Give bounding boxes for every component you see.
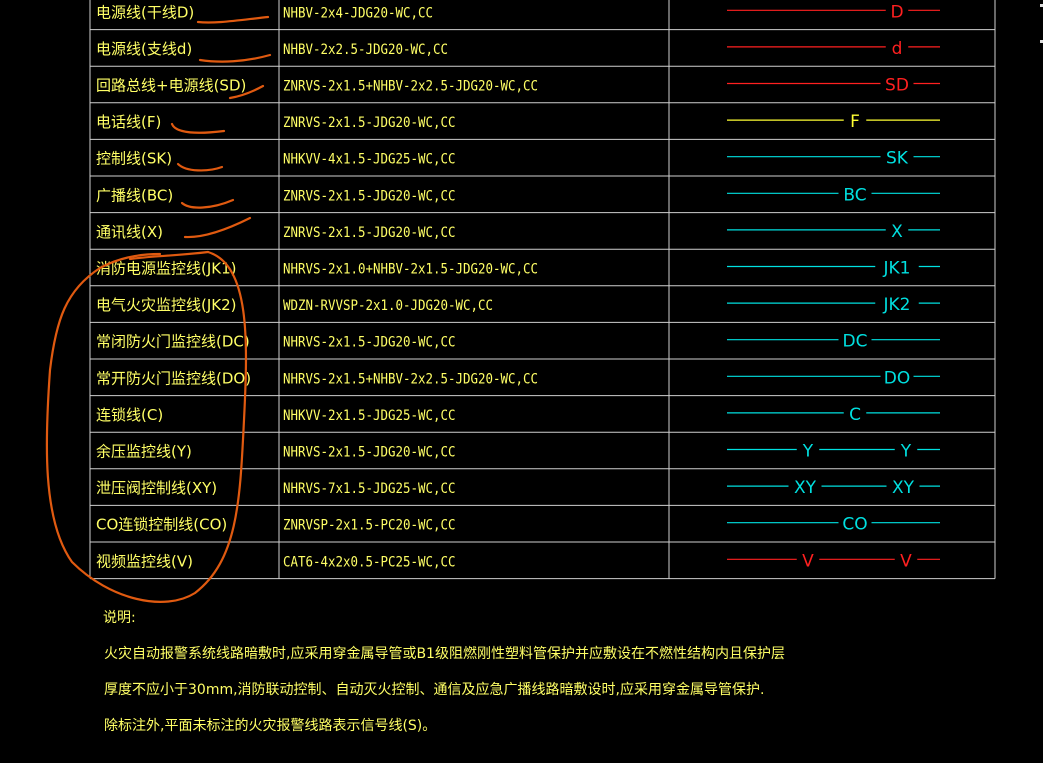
symbol-label: V <box>802 551 814 571</box>
line-type-symbol: JK2 <box>727 295 940 315</box>
wire-name: 消防电源监控线(JK1) <box>96 260 237 278</box>
wire-name: 常闭防火门监控线(DC) <box>96 333 250 351</box>
wire-name-column: 电源线(干线D) 电源线(支线d) 回路总线+电源线(SD) 电话线(F) 控制线(SK… <box>96 3 251 570</box>
line-type-symbol: X <box>727 222 940 242</box>
line-type-symbol: SK <box>727 149 940 169</box>
line-type-symbol: JK1 <box>727 259 940 279</box>
wire-spec: WDZN-RVVSP-2x1.0-JDG20-WC,CC <box>283 298 493 314</box>
symbol-label: JK1 <box>883 259 911 279</box>
orange-annotation-stroke <box>176 162 224 172</box>
wire-name: 视频监控线(V) <box>96 552 193 570</box>
wire-name: 电话线(F) <box>96 113 161 131</box>
symbol-label: XY <box>794 478 817 498</box>
symbol-label: X <box>891 222 903 242</box>
wire-spec: ZNRVS-2x1.5-JDG20-WC,CC <box>283 225 456 241</box>
orange-annotation-stroke <box>198 53 272 63</box>
symbol-label: F <box>850 112 860 132</box>
notes-line: 厚度不应小于30mm,消防联动控制、自动灭火控制、通信及应急广播线路暗敷设时,应… <box>104 682 765 698</box>
wire-spec: NHBV-2x4-JDG20-WC,CC <box>283 5 433 21</box>
wire-spec: NHRVS-2x1.5-JDG20-WC,CC <box>283 335 456 351</box>
symbol-label: DC <box>843 332 868 352</box>
hand-drawn-annotations <box>45 15 272 603</box>
orange-annotation-stroke <box>180 198 235 209</box>
wire-name: 电源线(支线d) <box>96 40 192 58</box>
wire-name: 通讯线(X) <box>96 223 163 241</box>
wire-spec: NHKVV-2x1.5-JDG25-WC,CC <box>283 408 456 424</box>
wire-spec: NHRVS-2x1.0+NHBV-2x1.5-JDG20-WC,CC <box>283 262 538 278</box>
line-type-symbol: D <box>727 2 940 22</box>
orange-annotation-stroke <box>196 15 270 24</box>
symbol-label: BC <box>843 185 866 205</box>
wire-spec: NHKVV-4x1.5-JDG25-WC,CC <box>283 152 456 168</box>
wire-spec: NHRVS-2x1.5+NHBV-2x2.5-JDG20-WC,CC <box>283 371 538 387</box>
wire-spec: CAT6-4x2x0.5-PC25-WC,CC <box>283 554 456 570</box>
legend-table-grid <box>89 0 996 580</box>
symbol-label: DO <box>884 368 910 388</box>
wire-name: 连锁线(C) <box>96 406 163 424</box>
wire-name: 广播线(BC) <box>96 186 173 204</box>
viewport-edge-marker <box>1040 40 1043 43</box>
wire-name: CO连锁控制线(CO) <box>96 516 227 534</box>
wire-spec: NHBV-2x2.5-JDG20-WC,CC <box>283 42 448 58</box>
symbol-label: D <box>890 2 903 22</box>
wire-spec: NHRVS-2x1.5-JDG20-WC,CC <box>283 445 456 461</box>
notes-line: 除标注外,平面未标注的火灾报警线路表示信号线(S)。 <box>104 718 437 734</box>
notes-line: 火灾自动报警系统线路暗敷时,应采用穿金属导管或B1级阻燃刚性塑料管保护并应敷设在… <box>104 646 785 662</box>
line-type-symbol: C <box>727 405 940 425</box>
line-type-symbol: XY XY <box>727 478 940 498</box>
symbol-label: SD <box>885 76 909 96</box>
viewport-edge-marker <box>1040 4 1043 7</box>
wire-name: 回路总线+电源线(SD) <box>96 77 246 95</box>
orange-annotation-stroke <box>170 122 226 134</box>
symbol-label: CO <box>842 515 867 535</box>
line-type-symbol: d <box>727 39 940 59</box>
wire-spec: ZNRVS-2x1.5-JDG20-WC,CC <box>283 188 456 204</box>
symbol-label: V <box>900 551 912 571</box>
wire-spec: NHRVS-7x1.5-JDG25-WC,CC <box>283 481 456 497</box>
symbol-label: Y <box>900 442 912 462</box>
line-type-symbol: BC <box>727 185 940 205</box>
symbol-label: XY <box>892 478 915 498</box>
line-type-symbol: F <box>727 112 940 132</box>
symbol-label: JK2 <box>883 295 911 315</box>
line-type-symbol: SD <box>727 76 940 96</box>
symbol-label: d <box>892 39 903 59</box>
orange-annotation-stroke <box>128 250 210 261</box>
line-type-symbol: DC <box>727 332 940 352</box>
orange-annotation-stroke <box>183 216 252 239</box>
wire-spec: ZNRVS-2x1.5-JDG20-WC,CC <box>283 115 456 131</box>
wire-name: 常开防火门监控线(DO) <box>96 369 251 387</box>
symbol-label: SK <box>886 149 909 169</box>
wire-name: 泄压阀控制线(XY) <box>96 479 217 497</box>
wire-name: 电气火灾监控线(JK2) <box>96 296 237 314</box>
wire-spec: ZNRVS-2x1.5+NHBV-2x2.5-JDG20-WC,CC <box>283 79 538 95</box>
wire-name: 电源线(干线D) <box>96 3 194 21</box>
line-type-symbol: CO <box>727 515 940 535</box>
orange-annotation-stroke <box>45 250 248 603</box>
symbol-label: C <box>849 405 861 425</box>
wire-name: 控制线(SK) <box>96 150 172 168</box>
orange-annotation-stroke <box>228 84 265 100</box>
wire-spec-column: NHBV-2x4-JDG20-WC,CC NHBV-2x2.5-JDG20-WC,… <box>283 5 538 570</box>
wire-name: 余压监控线(Y) <box>96 443 192 461</box>
line-type-symbol: DO <box>727 368 940 388</box>
notes-heading: 说明: <box>103 610 136 626</box>
symbol-label: Y <box>802 442 814 462</box>
wire-spec: ZNRVSP-2x1.5-PC20-WC,CC <box>283 518 456 534</box>
